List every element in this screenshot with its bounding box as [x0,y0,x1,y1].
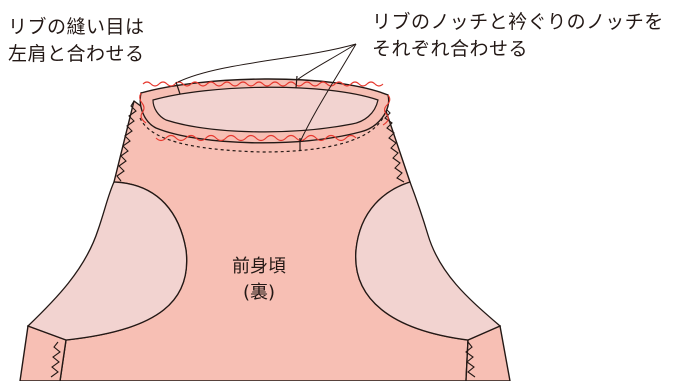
rib-overlock-stitch-inner [155,134,357,142]
note-left-line1: リブの縫い目は [8,16,145,38]
notch-marker-left [175,81,181,95]
left-shoulder-overlock [116,100,137,182]
rib-overlock-stitch-outer [142,81,384,87]
neck-opening [152,86,379,133]
neckline-stitch-line [139,115,385,153]
note-left-line2: 左肩と合わせる [8,43,145,65]
leader-line-3 [299,43,357,143]
left-armhole-shade [26,181,188,341]
right-armhole-shade [355,181,502,341]
left-side-overlock [50,341,61,378]
notch-marker-back [295,75,298,89]
rib-seam-right-stitch [382,94,391,126]
note-right-line2: それぞれ合わせる [372,38,529,60]
front-bodice-label: 前身頃 (裏) [226,254,292,306]
part-name: 前身頃 [232,256,286,277]
right-shoulder-overlock [384,107,405,183]
note-rib-seam-left-shoulder: リブの縫い目は 左肩と合わせる [8,14,145,68]
leader-line-2 [296,43,357,81]
leader-line-1 [177,43,357,83]
rib-seam-left-stitch [139,92,147,124]
side-label: (裏) [242,282,276,303]
right-side-overlock [465,341,476,378]
note-right-line1: リブのノッチと衿ぐりのノッチを [372,11,664,33]
note-match-notches: リブのノッチと衿ぐりのノッチを それぞれ合わせる [372,9,664,63]
